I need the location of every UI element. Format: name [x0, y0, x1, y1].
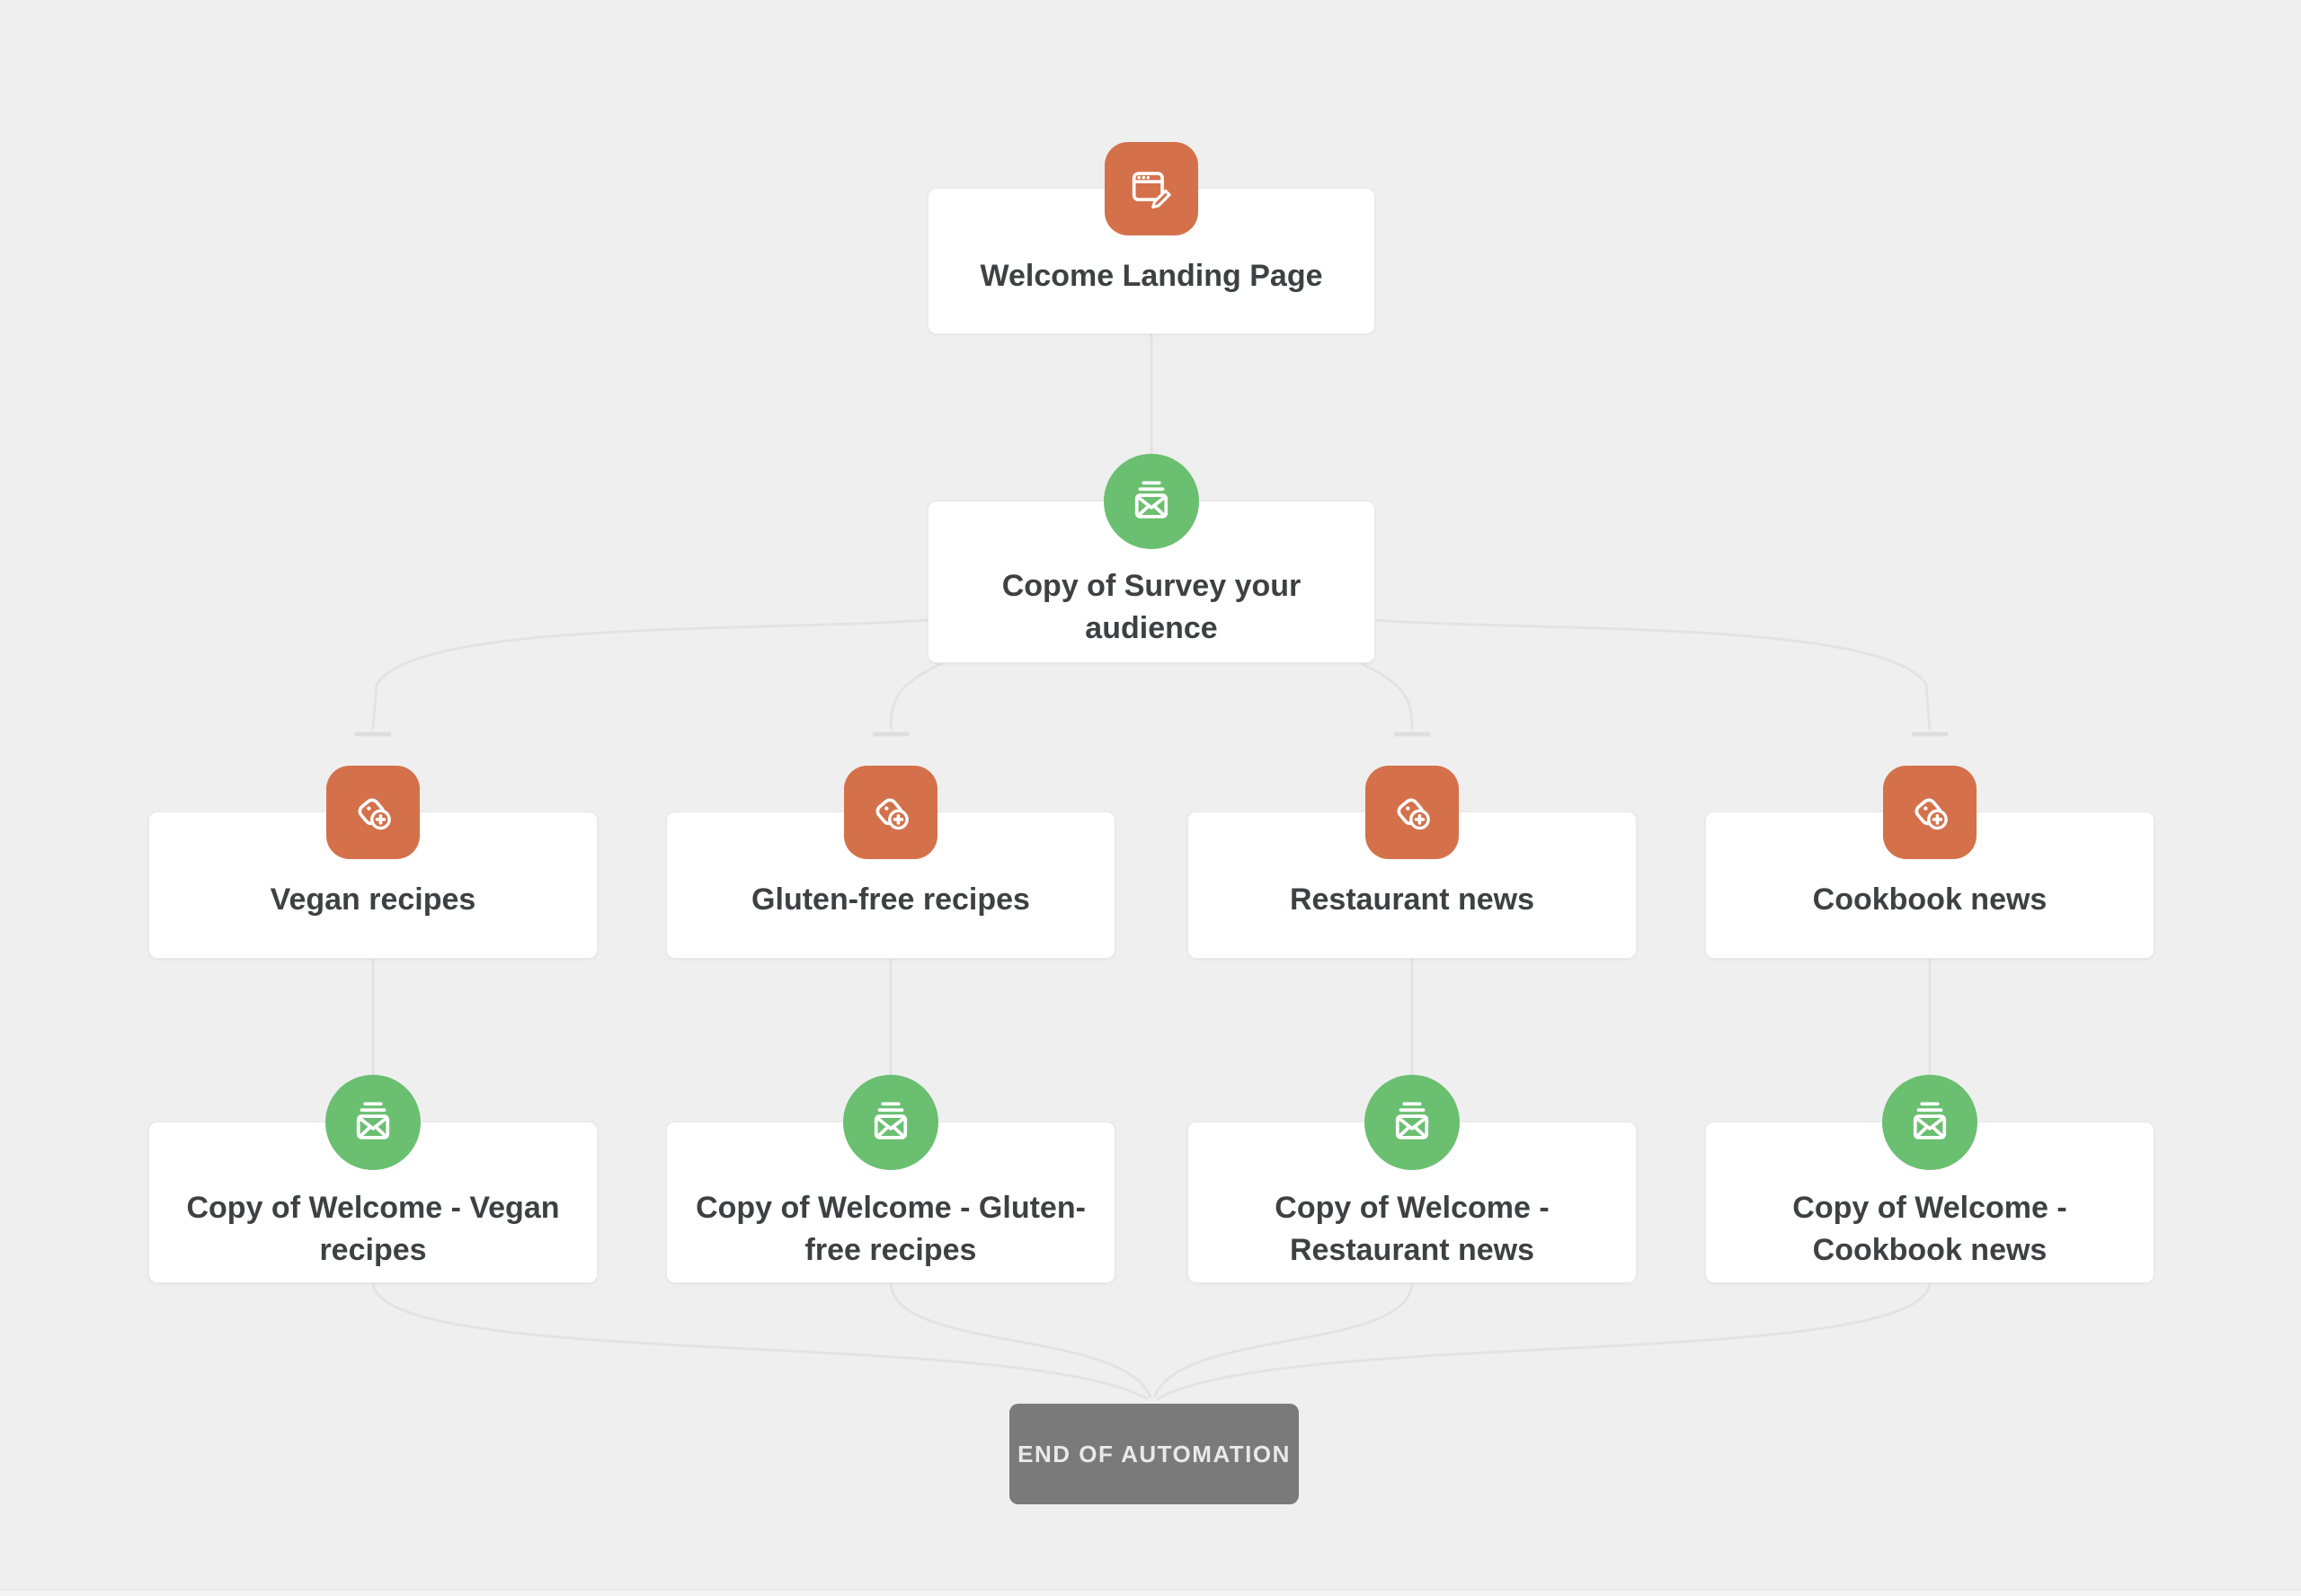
node-tag-cookbook-news[interactable]: Cookbook news — [1705, 766, 2154, 959]
canvas-bottom-edge — [0, 1590, 2301, 1596]
add-tag-icon — [326, 766, 420, 859]
node-welcome-landing-page[interactable]: Welcome Landing Page — [928, 142, 1375, 334]
node-label: Copy of Welcome - Cookbook news — [1792, 1191, 2067, 1267]
node-label: Copy of Survey your audience — [1001, 568, 1302, 645]
envelope-icon — [325, 1075, 421, 1170]
add-tag-icon — [1883, 766, 1977, 859]
node-label: Copy of Welcome - Gluten-free recipes — [696, 1191, 1086, 1267]
node-label: Copy of Welcome - Vegan recipes — [186, 1191, 560, 1267]
node-label: Cookbook news — [1812, 882, 2048, 917]
node-email-copy-of-welcome-cookbook-news[interactable]: Copy of Welcome - Cookbook news — [1705, 1075, 2154, 1283]
add-tag-icon — [1365, 766, 1459, 859]
node-label: Copy of Welcome - Restaurant news — [1275, 1191, 1550, 1267]
node-label: Vegan recipes — [270, 882, 476, 917]
node-label: Welcome Landing Page — [980, 259, 1323, 294]
node-label: Gluten-free recipes — [751, 882, 1030, 917]
end-of-automation-label: END OF AUTOMATION — [1017, 1440, 1291, 1467]
envelope-icon — [1364, 1075, 1460, 1170]
node-copy-of-survey-your-audience[interactable]: Copy of Survey your audience — [928, 454, 1375, 663]
add-tag-icon — [844, 766, 937, 859]
envelope-icon — [843, 1075, 938, 1170]
node-email-copy-of-welcome-restaurant-news[interactable]: Copy of Welcome - Restaurant news — [1187, 1075, 1637, 1283]
browser-edit-icon — [1105, 142, 1198, 235]
node-label: Restaurant news — [1289, 882, 1535, 917]
envelope-icon — [1104, 454, 1199, 549]
node-tag-gluten-free-recipes[interactable]: Gluten-free recipes — [666, 766, 1115, 959]
node-tag-restaurant-news[interactable]: Restaurant news — [1187, 766, 1637, 959]
end-of-automation-chip: END OF AUTOMATION — [1009, 1404, 1299, 1504]
envelope-icon — [1882, 1075, 1977, 1170]
node-email-copy-of-welcome-vegan-recipes[interactable]: Copy of Welcome - Vegan recipes — [148, 1075, 598, 1283]
node-tag-vegan-recipes[interactable]: Vegan recipes — [148, 766, 598, 959]
node-email-copy-of-welcome-gluten-free-recipes[interactable]: Copy of Welcome - Gluten-free recipes — [666, 1075, 1115, 1283]
